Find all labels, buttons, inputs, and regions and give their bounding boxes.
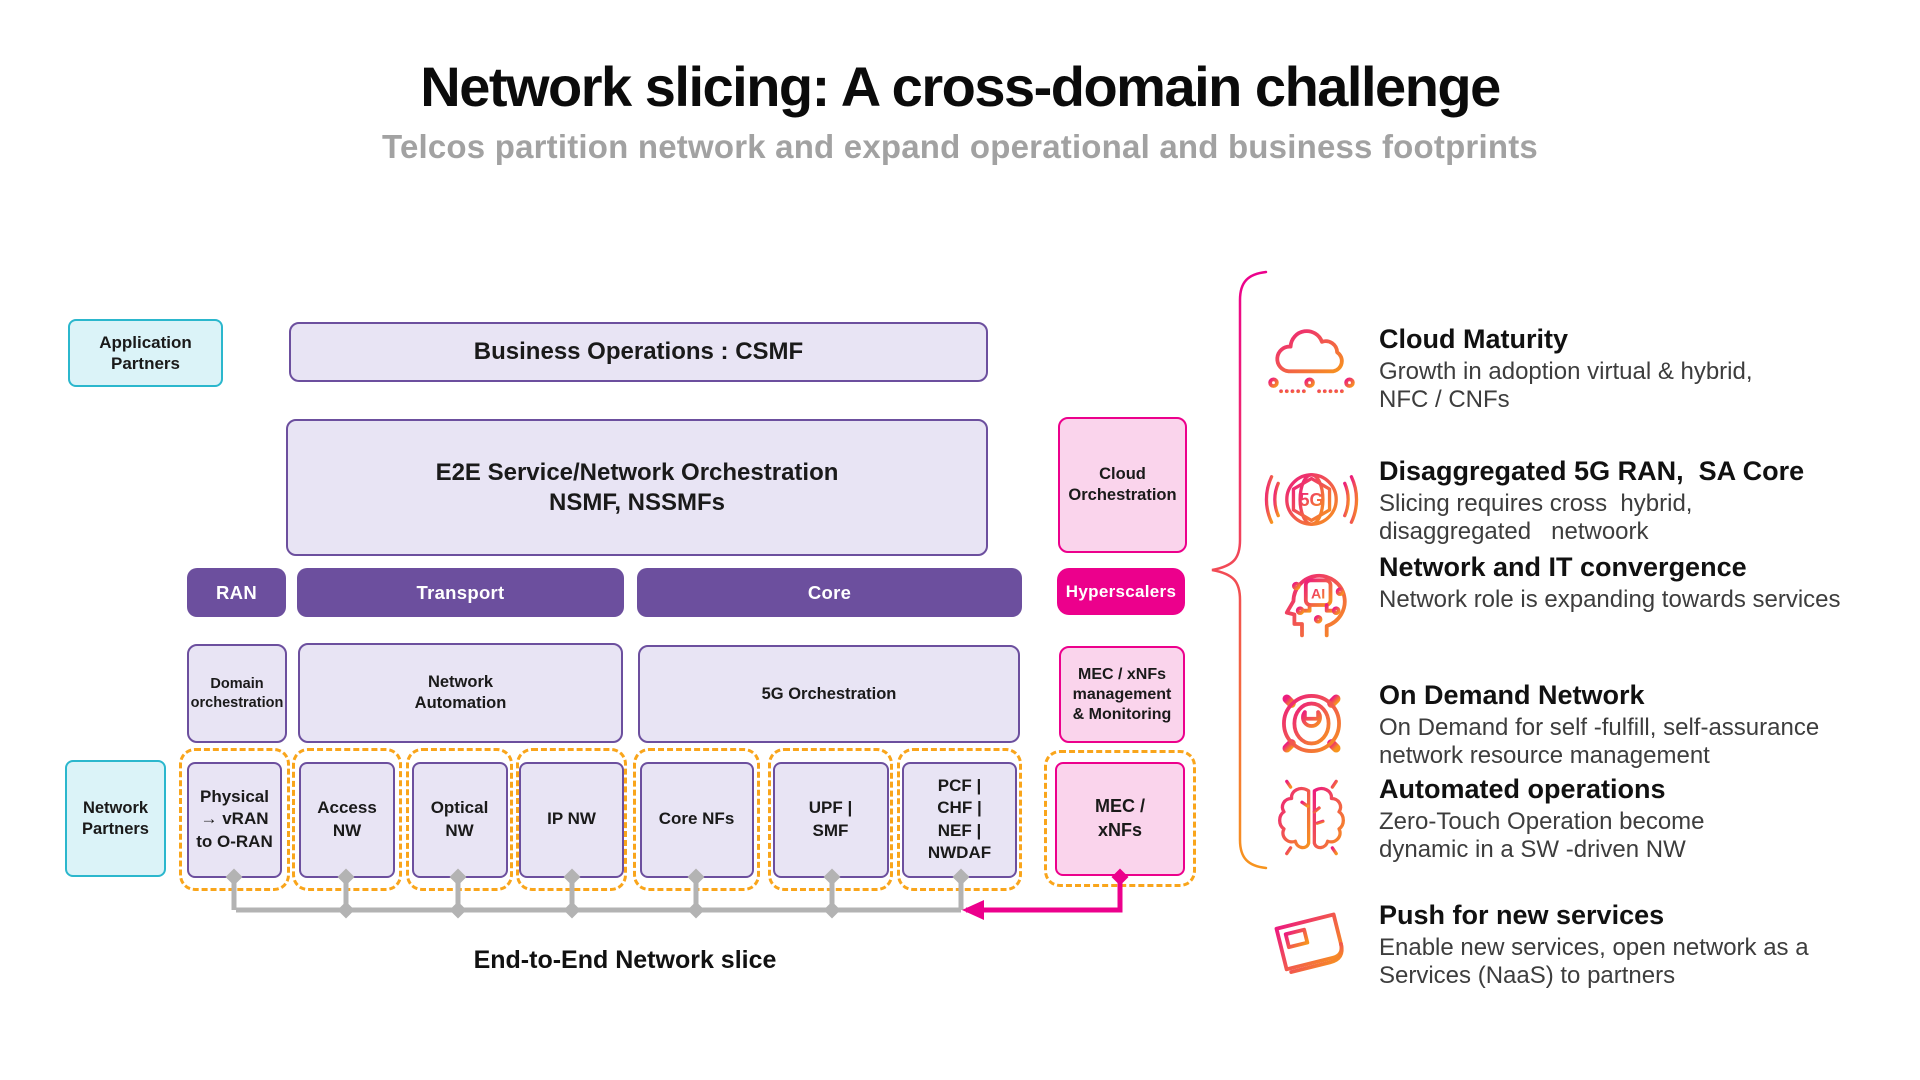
- layer-bar-core: Core: [637, 568, 1022, 617]
- slice-box-label: UPF | SMF: [772, 761, 889, 878]
- slice-box-optical-nw: Optical NW: [406, 748, 513, 891]
- driver-item: AI Network and IT convergence Network ro…: [1264, 548, 1904, 643]
- driver-title: Automated operations: [1379, 774, 1666, 804]
- slice-box-label: MEC / xNFs: [1055, 761, 1185, 876]
- 5g-orchestration-box: 5G Orchestration: [638, 645, 1020, 743]
- newspaper-icon: [1264, 896, 1359, 991]
- slice-box-label: PCF | CHF | NEF | NWDAF: [902, 761, 1017, 878]
- business-operations-box: Business Operations : CSMF: [289, 322, 988, 382]
- page-title: Network slicing: A cross-domain challeng…: [420, 55, 1501, 118]
- driver-title: On Demand Network: [1379, 680, 1645, 710]
- brain-icon: [1264, 770, 1359, 865]
- layer-bar-ran: RAN: [187, 568, 286, 617]
- page-subtitle: Telcos partition network and expand oper…: [382, 128, 1538, 165]
- slice-box-pcf-chf-nef-nwdaf: PCF | CHF | NEF | NWDAF: [897, 748, 1022, 891]
- driver-desc: Slicing requires cross hybrid, disaggreg…: [1379, 490, 1693, 546]
- driver-desc: Enable new services, open network as a S…: [1379, 934, 1809, 990]
- slice-box-ip-nw: IP NW: [516, 748, 627, 891]
- gear-wrench-icon: [1264, 676, 1359, 771]
- driver-item: Push for new services Enable new service…: [1264, 896, 1904, 991]
- driver-desc: Zero-Touch Operation become dynamic in a…: [1379, 808, 1705, 864]
- 5g-network-icon: 5G: [1264, 452, 1359, 547]
- network-automation-box: Network Automation: [298, 643, 623, 743]
- driver-item: 5G Disaggregated 5G RAN, SA Core Slicing…: [1264, 452, 1904, 547]
- hyperscalers-bar: Hyperscalers: [1057, 568, 1185, 615]
- cloud-icon: [1264, 320, 1359, 415]
- slice-box-upf-smf: UPF | SMF: [768, 748, 893, 891]
- slice-box-mec-xnfs: MEC / xNFs: [1044, 750, 1196, 887]
- slice-box-label: Physical → vRAN to O-RAN: [187, 761, 282, 878]
- network-partners-box: Network Partners: [65, 760, 166, 877]
- driver-title: Push for new services: [1379, 900, 1665, 930]
- slice-box-label: Core NFs: [639, 761, 754, 878]
- e2e-orchestration-box: E2E Service/Network Orchestration NSMF, …: [286, 419, 988, 556]
- driver-title: Disaggregated 5G RAN, SA Core: [1379, 456, 1805, 486]
- slice-box-access-nw: Access NW: [292, 748, 402, 891]
- slice-box-physical-vran: Physical → vRAN to O-RAN: [179, 748, 290, 891]
- slice-box-label: Optical NW: [411, 761, 508, 878]
- slice-box-label: IP NW: [519, 761, 624, 878]
- cloud-orchestration-box: Cloud Orchestration: [1058, 417, 1187, 553]
- svg-text:AI: AI: [1311, 586, 1325, 602]
- driver-desc: On Demand for self -fulfill, self-assura…: [1379, 714, 1820, 770]
- driver-item: Automated operations Zero-Touch Operatio…: [1264, 770, 1904, 865]
- driver-title: Network and IT convergence: [1379, 552, 1747, 582]
- driver-desc: Growth in adoption virtual & hybrid, NFC…: [1379, 358, 1753, 414]
- driver-item: Cloud Maturity Growth in adoption virtua…: [1264, 320, 1904, 415]
- ai-head-icon: AI: [1264, 548, 1359, 643]
- domain-orchestration-box: Domain orchestration: [187, 644, 287, 743]
- driver-desc: Network role is expanding towards servic…: [1379, 586, 1841, 613]
- svg-text:5G: 5G: [1299, 490, 1323, 510]
- mec-connector-arrow: [962, 900, 984, 920]
- driver-item: On Demand Network On Demand for self -fu…: [1264, 676, 1904, 771]
- slice-box-core-nfs: Core NFs: [633, 748, 760, 891]
- end-to-end-slice-label: End-to-End Network slice: [473, 946, 777, 974]
- mec-management-box: MEC / xNFs management & Monitoring: [1059, 646, 1185, 743]
- slice-box-label: Access NW: [299, 761, 395, 878]
- driver-title: Cloud Maturity: [1379, 324, 1568, 354]
- application-partners-box: Application Partners: [68, 319, 223, 387]
- layer-bar-transport: Transport: [297, 568, 624, 617]
